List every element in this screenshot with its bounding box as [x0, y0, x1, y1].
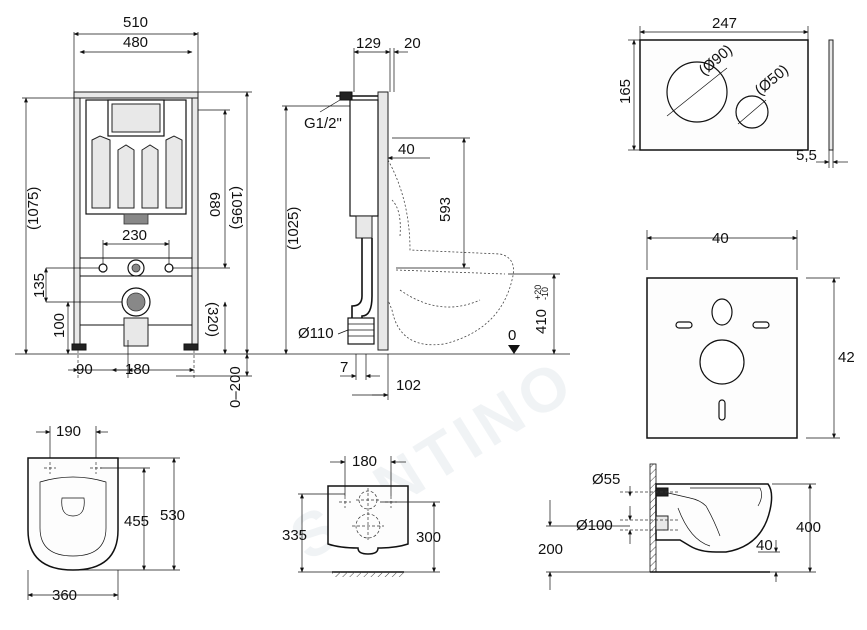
- dim-pipe-110: Ø110: [298, 325, 334, 342]
- dim-7: 7: [340, 359, 348, 376]
- dim-pad-42: 42: [838, 349, 855, 366]
- dim-400: 400: [796, 519, 821, 536]
- dim-530: 530: [160, 507, 185, 524]
- frame-front-view: 510 480 (1075) 135 100 230 680 (320) (10…: [15, 14, 570, 408]
- dim-335: 335: [282, 527, 307, 544]
- bowl-side-view: Ø55 Ø100 200 400 40: [538, 463, 821, 590]
- bowl-top-view: 190 455 530 360: [27, 423, 185, 604]
- bowl-front-view: 180 335 300: [282, 453, 441, 577]
- zero-level: 0: [508, 327, 516, 344]
- dim-40-side: 40: [398, 141, 415, 158]
- cistern-rib: [141, 144, 159, 209]
- frame-right-post: [191, 91, 199, 351]
- bolt: [164, 263, 174, 273]
- frame-side-view: 129 20 G1/2" 40 (1025) 593 410 +20 -10 0…: [282, 35, 560, 400]
- drain-pipe: [123, 317, 149, 347]
- dim-510: 510: [123, 14, 148, 31]
- dim-135: 135: [31, 273, 48, 298]
- frame-foot: [183, 343, 199, 351]
- dim-pipe-55: Ø55: [592, 471, 620, 488]
- bowl-top-outline: [27, 457, 119, 571]
- dim-side-40: 40: [756, 537, 773, 554]
- dim-90: 90: [76, 361, 93, 378]
- dim-102: 102: [396, 377, 421, 394]
- bowl-side-outline: [655, 483, 773, 553]
- tolerance-plus: +20: [533, 285, 543, 300]
- dim-plate-247: 247: [712, 15, 737, 32]
- pad-hole-drain: [699, 339, 745, 385]
- dim-100: 100: [51, 313, 68, 338]
- outlet-connector: [655, 515, 669, 531]
- side-frame-post: [377, 91, 389, 351]
- side-cistern-neck: [355, 215, 373, 239]
- water-inlet-core: [131, 263, 141, 273]
- dim-1095: (1095): [228, 186, 245, 229]
- bolt: [98, 263, 108, 273]
- frame-top-bar: [73, 91, 199, 99]
- flush-plate-profile: [828, 39, 834, 151]
- pad-slot-right: [752, 321, 770, 329]
- cistern-outlet: [123, 213, 149, 225]
- cistern-rib: [117, 144, 135, 209]
- drain-outlet-core: [126, 292, 146, 312]
- drain-connector: [347, 317, 375, 345]
- dim-129: 129: [356, 35, 381, 52]
- dim-1025: (1025): [285, 207, 302, 250]
- wall: [649, 463, 657, 573]
- dim-410: 410: [533, 309, 550, 334]
- dim-front-300: 300: [416, 529, 441, 546]
- bowl-top-drain: [61, 497, 85, 517]
- zero-level-arrow: [508, 345, 520, 354]
- bowl-top-rim: [39, 476, 107, 557]
- dim-360: 360: [52, 587, 77, 604]
- pad-hole-top: [711, 298, 733, 326]
- dim-200: 200: [538, 541, 563, 558]
- dim-455: 455: [124, 513, 149, 530]
- flush-pipe: [351, 238, 363, 330]
- wc-bowl-outline: [387, 159, 514, 346]
- dim-480: 480: [123, 34, 148, 51]
- dim-plate-thickness: 5,5: [796, 147, 817, 164]
- dim-230: 230: [122, 227, 147, 244]
- cistern-rib: [91, 135, 111, 209]
- dim-plate-165: 165: [617, 79, 634, 104]
- frame-foot: [71, 343, 87, 351]
- dim-pipe-100: Ø100: [576, 517, 613, 534]
- dim-pad-40: 40: [712, 230, 729, 247]
- thread-label: G1/2": [304, 115, 342, 132]
- flush-plate-view: (Ø90) (Ø50) 247 165 5,5: [617, 15, 848, 168]
- dim-320: (320): [204, 302, 221, 337]
- flush-opening-inner: [111, 103, 161, 133]
- pad-slot-left: [675, 321, 693, 329]
- frame-left-post: [73, 91, 81, 351]
- dim-593: 593: [437, 197, 454, 222]
- soundproof-pad-view: 40 42: [646, 230, 855, 439]
- dim-1075: (1075): [25, 187, 42, 230]
- side-cistern: [349, 99, 379, 217]
- pad-slot-bottom: [718, 399, 726, 421]
- dim-680: 680: [206, 192, 223, 217]
- tolerance-minus: -10: [540, 287, 550, 300]
- dim-20: 20: [404, 35, 421, 52]
- supply-valve: [339, 91, 353, 101]
- dim-front-180: 180: [352, 453, 377, 470]
- cistern-rib: [165, 135, 183, 209]
- dim-0-200: 0–200: [227, 366, 244, 408]
- dim-holes-190: 190: [56, 423, 81, 440]
- dim-180: 180: [125, 361, 150, 378]
